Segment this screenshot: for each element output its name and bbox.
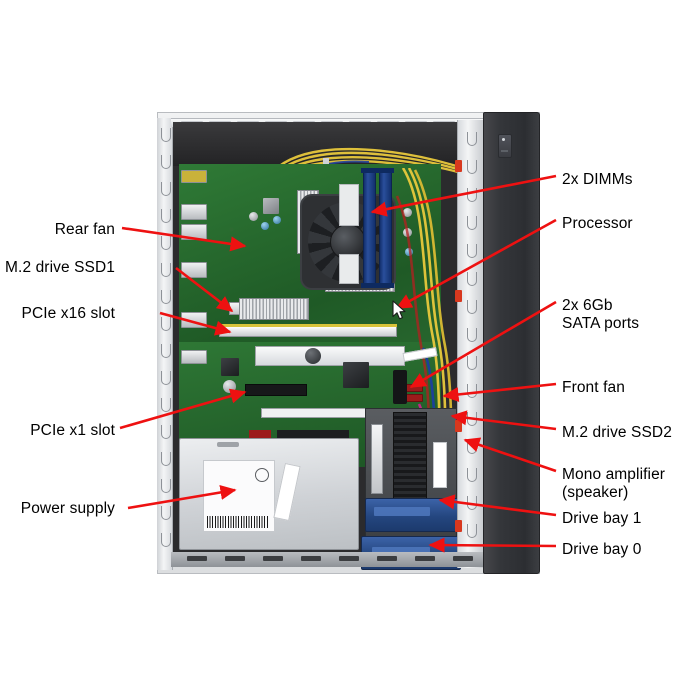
sata-cable-connector — [393, 370, 407, 404]
arrow-power — [127, 484, 237, 510]
rail-punchout — [160, 128, 171, 142]
callout-label-processor: Processor — [562, 215, 633, 232]
dimm-module-label-1 — [339, 184, 359, 226]
chassis-left-rail — [157, 118, 173, 570]
rail-punchout — [160, 155, 171, 169]
mono-amplifier-speaker — [433, 442, 447, 488]
rail-punchout — [160, 371, 171, 385]
arrow-pcie-x1 — [119, 388, 247, 430]
capacitor-2 — [249, 212, 258, 221]
callout-label-pcie-x16: PCIe x16 slot — [21, 305, 115, 322]
rail-release-clip — [455, 160, 462, 172]
callout-label-sata-ports: 2x 6Gb SATA ports — [562, 297, 640, 332]
rail-punchout — [160, 506, 171, 520]
capacitor-5 — [403, 208, 412, 217]
arrow-rear-fan — [121, 226, 247, 252]
dimm-module-label-2 — [339, 254, 359, 284]
capacitor-3 — [261, 222, 269, 230]
dimm-latch-bottom — [361, 283, 394, 288]
rail-punchout — [160, 398, 171, 412]
rail-punchout — [160, 425, 171, 439]
chip-ic-3 — [263, 198, 279, 214]
psu-handle-notch — [217, 442, 239, 447]
callout-label-m2-ssd2: M.2 drive SSD2 — [562, 424, 672, 441]
arrow-mono-amp — [463, 437, 557, 473]
arrow-bay1 — [438, 494, 557, 517]
rail-punchout — [160, 317, 171, 331]
callout-label-m2-ssd1: M.2 drive SSD1 — [5, 259, 115, 276]
callout-label-pcie-x1: PCIe x1 slot — [30, 422, 115, 439]
rail-punchout — [160, 290, 171, 304]
arrow-front-fan — [442, 382, 557, 402]
rail-punchout — [160, 209, 171, 223]
front-rail-punchout — [467, 188, 477, 202]
rail-punchout — [160, 263, 171, 277]
bezel-notch — [501, 150, 508, 152]
callout-label-mono-amplifier: Mono amplifier (speaker) — [562, 466, 666, 501]
rail-punchout — [160, 452, 171, 466]
front-rail-punchout — [467, 132, 477, 146]
drive-bay-0-label — [372, 547, 430, 556]
pcie-x16-slot-edge — [219, 324, 397, 327]
arrow-pcie-x16 — [159, 311, 232, 336]
front-rail-punchout — [467, 328, 477, 342]
arrow-m2-ssd1 — [175, 266, 234, 313]
arrow-processor — [395, 218, 557, 310]
callout-label-front-fan: Front fan — [562, 379, 625, 396]
callout-label-drive-bay-0: Drive bay 0 — [562, 541, 642, 558]
power-indicator-led — [502, 138, 505, 141]
chip-ic-1 — [221, 358, 239, 376]
arrow-m2-ssd2 — [450, 410, 557, 431]
arrow-dimms — [370, 174, 557, 217]
rail-punchout — [160, 236, 171, 250]
coin-battery — [305, 348, 321, 364]
pin-header-black — [277, 430, 349, 440]
chipset-heatsink — [239, 298, 309, 320]
front-rail-punchout — [467, 300, 477, 314]
chip-ic-2 — [343, 362, 369, 388]
io-port-audio — [181, 350, 207, 364]
io-port-usb-1 — [181, 204, 207, 220]
drive-bay-1-label — [374, 507, 430, 516]
rail-release-clip — [455, 520, 462, 532]
psu-certification-mark — [255, 468, 269, 482]
pin-header-red — [249, 430, 271, 439]
m2-slot-ssd2 — [371, 424, 383, 494]
chassis-floor — [171, 552, 483, 567]
rail-release-clip — [455, 420, 462, 432]
front-rail-punchout — [467, 244, 477, 258]
front-rail-punchout — [467, 356, 477, 370]
power-button-plate — [498, 134, 512, 158]
io-port-lan — [181, 262, 207, 278]
dimm-latch-top — [361, 168, 394, 173]
rail-punchout — [160, 479, 171, 493]
psu-barcode — [207, 516, 269, 528]
callout-label-rear-fan: Rear fan — [54, 221, 115, 238]
front-rail-punchout — [467, 272, 477, 286]
front-rail-punchout — [467, 216, 477, 230]
callout-label-power-supply: Power supply — [20, 500, 115, 517]
rail-punchout — [160, 182, 171, 196]
arrow-bay0 — [428, 537, 557, 553]
rail-punchout — [160, 533, 171, 547]
front-rail-punchout — [467, 160, 477, 174]
capacitor-4 — [273, 216, 281, 224]
callout-label-dimms: 2x DIMMs — [562, 171, 633, 188]
callout-label-drive-bay-1: Drive bay 1 — [562, 510, 642, 527]
rail-release-clip — [455, 290, 462, 302]
front-rail-punchout — [467, 468, 477, 482]
io-port-vga — [181, 170, 207, 183]
arrow-sata — [409, 300, 557, 389]
front-rail-punchout — [467, 524, 477, 538]
front-rail-punchout — [467, 384, 477, 398]
mouse-cursor — [392, 300, 406, 320]
rail-punchout — [160, 344, 171, 358]
